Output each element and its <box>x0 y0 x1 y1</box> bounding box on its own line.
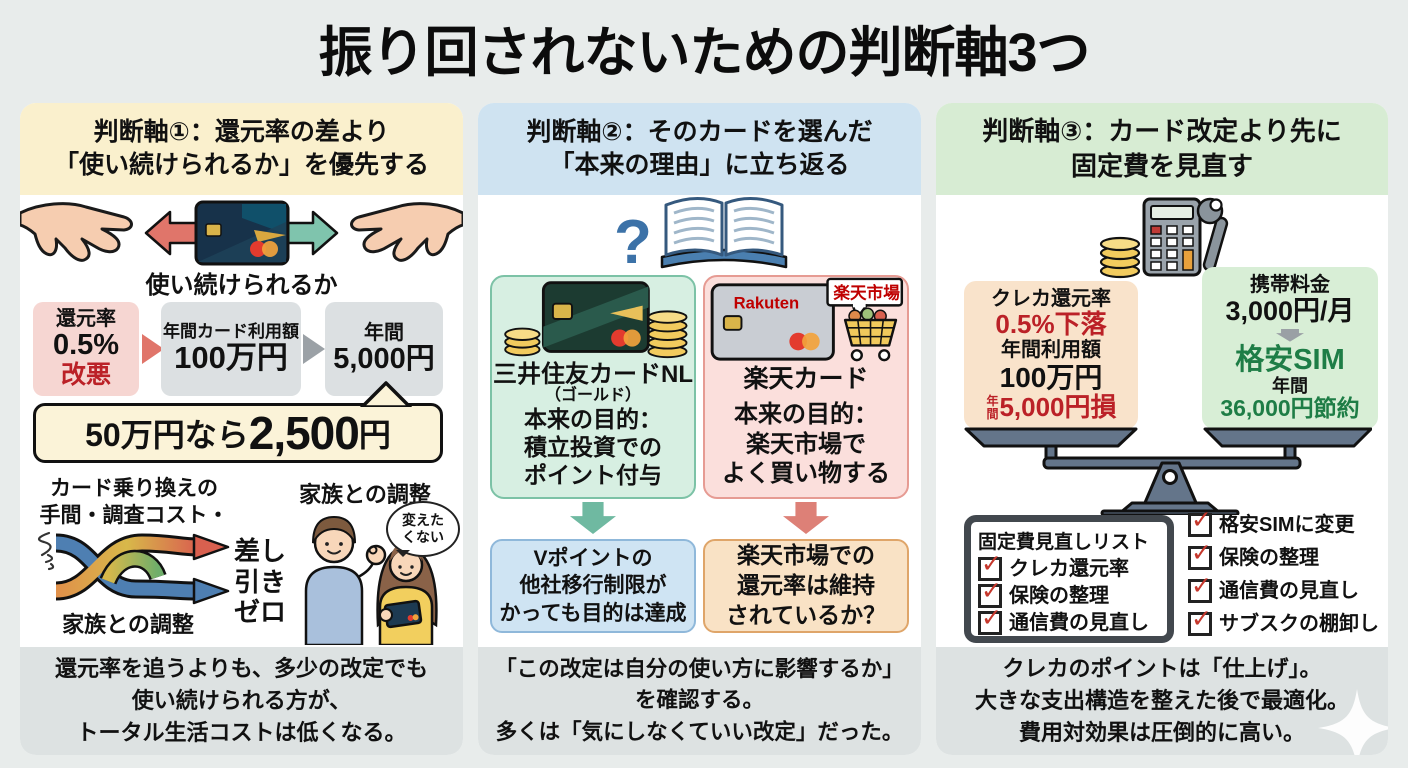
rakuten-purpose-line1: 本来の目的： <box>734 401 878 429</box>
checklist-item: ✓ 格安SIMに変更 <box>1188 506 1386 537</box>
usage-label: 年間カード利用額 <box>163 321 299 341</box>
axis2-header-line1: 判断軸②：そのカードを選んだ <box>526 117 873 146</box>
down-arrow-teal-icon <box>570 502 616 534</box>
handshake-caption: 使い続けられるか <box>145 272 338 299</box>
handshake-illustration <box>20 200 463 266</box>
axis1-summary: 還元率を追うよりも、多少の改定でも 使い続けられる方が、 トータル生活コストは低… <box>20 647 463 755</box>
right-arrow-icon <box>283 210 339 256</box>
column-axis1: 判断軸①：還元率の差より 「使い続けられるか」を優先する 使い続けられるか <box>20 103 463 755</box>
coins-icon <box>1099 236 1141 279</box>
flow-arrow-1-icon <box>142 334 164 364</box>
checklist-item: ✓ 通信費の見直し <box>978 604 1160 635</box>
axis2-header-line2: 「本来の理由」に立ち返る <box>549 151 850 179</box>
shopping-cart-icon <box>843 307 898 362</box>
column-axis2: 判断軸②：そのカードを選んだ 「本来の理由」に立ち返る ? <box>478 103 921 755</box>
wrench-icon <box>1196 197 1229 272</box>
sim-saving-box: 携帯料金 3,000円/月 格安SIM 年間 36,000円節約 <box>1202 267 1378 429</box>
rakuten-card-box: Rakuten 楽天市場 <box>703 275 909 499</box>
axis3-header-line2: 固定費を見直す <box>1070 151 1253 181</box>
question-icon: ? <box>614 208 652 273</box>
credit-card-icon <box>194 200 290 266</box>
checklist-item: ✓ 保険の整理 <box>1188 539 1386 570</box>
creditcard-loss-box: クレカ還元率 0.5%下落 年間利用額 100万円 年間 5,000円損 <box>964 281 1138 429</box>
annual-usage-box: 年間カード利用額 100万円 <box>161 302 301 396</box>
left-hand-icon <box>20 202 133 262</box>
checkbox-icon: ✓ <box>978 577 1002 608</box>
axis3-header: 判断軸③：カード改定より先に 固定費を見直す <box>936 103 1388 195</box>
checklist-title: 固定費見直しリスト <box>978 532 1150 553</box>
annual-label: 年間 <box>364 322 404 345</box>
rate-box: 還元率 0.5% 改悪 <box>33 302 139 396</box>
checkbox-icon: ✓ <box>1188 506 1212 537</box>
annual-value: 5,000円 <box>333 343 435 376</box>
checklist-item: ✓ サブスクの棚卸し <box>1188 605 1386 636</box>
mitsui-card-name: 三井住友カードNL <box>493 361 693 388</box>
axis2-header: 判断軸②：そのカードを選んだ 「本来の理由」に立ち返る <box>478 103 921 195</box>
red-out-arrow-icon <box>192 533 230 561</box>
checkbox-icon: ✓ <box>978 604 1002 635</box>
page-title: 振り回されないための判断軸3つ <box>318 23 1090 83</box>
callout-prefix: 50万円なら <box>85 417 249 453</box>
question-book-illustration: ? <box>614 197 788 273</box>
small-down-arrow-icon <box>1276 328 1304 342</box>
mitsui-card-icon <box>504 281 688 359</box>
flow-arrow-2-icon <box>303 334 325 364</box>
rakuten-ichiba-label: 楽天市場 <box>833 283 900 303</box>
checkbox-icon: ✓ <box>978 550 1002 581</box>
family-coordination-label: 家族との調整 <box>62 612 194 637</box>
rate-worse-label: 改悪 <box>60 361 111 390</box>
axis3-summary: クレカのポイントは「仕上げ」。 大きな支出構造を整えた後で最適化。 費用対効果は… <box>936 647 1388 755</box>
mitsui-card-grade: （ゴールド） <box>544 387 641 405</box>
sparkle-icon <box>1318 689 1388 755</box>
calculator-wrench-illustration <box>1099 197 1229 279</box>
checklist-item: ✓ 通信費の見直し <box>1188 572 1386 603</box>
axis1-header: 判断軸①：還元率の差より 「使い続けられるか」を優先する <box>20 103 463 195</box>
rakuten-result-box: 楽天市場での 還元率は維持 されているか？ <box>703 539 909 633</box>
down-arrow-salmon-icon <box>783 502 829 534</box>
balance-scale-icon <box>964 427 1372 515</box>
mitsui-purpose-line1: 本来の目的： <box>524 405 662 432</box>
checklist-item: ✓ 保険の整理 <box>978 577 1160 608</box>
fixed-cost-action-list: ✓ 格安SIMに変更 ✓ 保険の整理 ✓ 通信費の見直し ✓ サブスクの棚卸し <box>1188 506 1386 636</box>
checklist-item: ✓ クレカ還元率 <box>978 550 1160 581</box>
half-usage-callout: 50万円なら 2,500 円 <box>33 403 443 463</box>
callout-value: 2,500 <box>248 407 360 459</box>
speech-bubble: 変えた くない <box>386 501 460 557</box>
rate-label: 還元率 <box>56 308 116 331</box>
checkbox-icon: ✓ <box>1188 572 1212 603</box>
rakuten-purpose-line3: よく買い物する <box>722 459 890 487</box>
annual-points-box: 年間 5,000円 <box>325 302 443 396</box>
vpoint-result-box: Vポイントの 他社移行制限が かっても目的は達成 <box>490 539 696 633</box>
callout-unit: 円 <box>358 417 391 453</box>
axis2-summary: 「この改定は自分の使い方に影響するか」 を確認する。 多くは「気にしなくていい改… <box>478 647 921 755</box>
mitsui-purpose-line2: 積立投資での <box>524 433 662 460</box>
callout-pointer-icon <box>360 381 412 407</box>
net-zero-label: 差し 引き ゼロ <box>234 536 287 628</box>
blue-out-arrow-icon <box>192 577 230 605</box>
rakuten-card-name: 楽天カード <box>743 365 869 393</box>
couple-illustration <box>304 515 438 645</box>
rakuten-card-icon: Rakuten 楽天市場 <box>710 277 904 362</box>
usage-value: 100万円 <box>174 340 288 376</box>
left-arrow-icon <box>144 210 200 256</box>
open-book-icon <box>660 197 788 269</box>
right-hand-icon <box>350 202 463 262</box>
axis1-header-line2: 「使い続けられるか」を優先する <box>53 151 429 179</box>
rate-value: 0.5% <box>52 329 120 362</box>
axis3-header-line1: 判断軸③：カード改定より先に <box>982 116 1342 147</box>
axis1-header-line1: 判断軸①：還元率の差より <box>93 117 390 146</box>
tornado-icon <box>37 531 55 571</box>
switch-cost-label: カード乗り換えの 手間・調査コスト・ <box>39 477 229 528</box>
column-axis3: 判断軸③：カード改定より先に 固定費を見直す <box>936 103 1388 755</box>
checkbox-icon: ✓ <box>1188 605 1212 636</box>
rakuten-purpose-line2: 楽天市場で <box>746 430 866 458</box>
checkbox-icon: ✓ <box>1188 539 1212 570</box>
fixed-cost-checklist-board: 固定費見直しリスト ✓ クレカ還元率 ✓ 保険の整理 ✓ 通信費の見直し <box>964 515 1174 643</box>
rakuten-logo: Rakuten <box>734 293 800 312</box>
tangled-arrows-illustration <box>37 531 230 605</box>
mitsui-purpose-line3: ポイント付与 <box>524 461 662 488</box>
mitsui-card-box: 三井住友カードNL （ゴールド） 本来の目的： 積立投資での ポイント付与 <box>490 275 696 499</box>
calculator-icon <box>1142 197 1202 277</box>
